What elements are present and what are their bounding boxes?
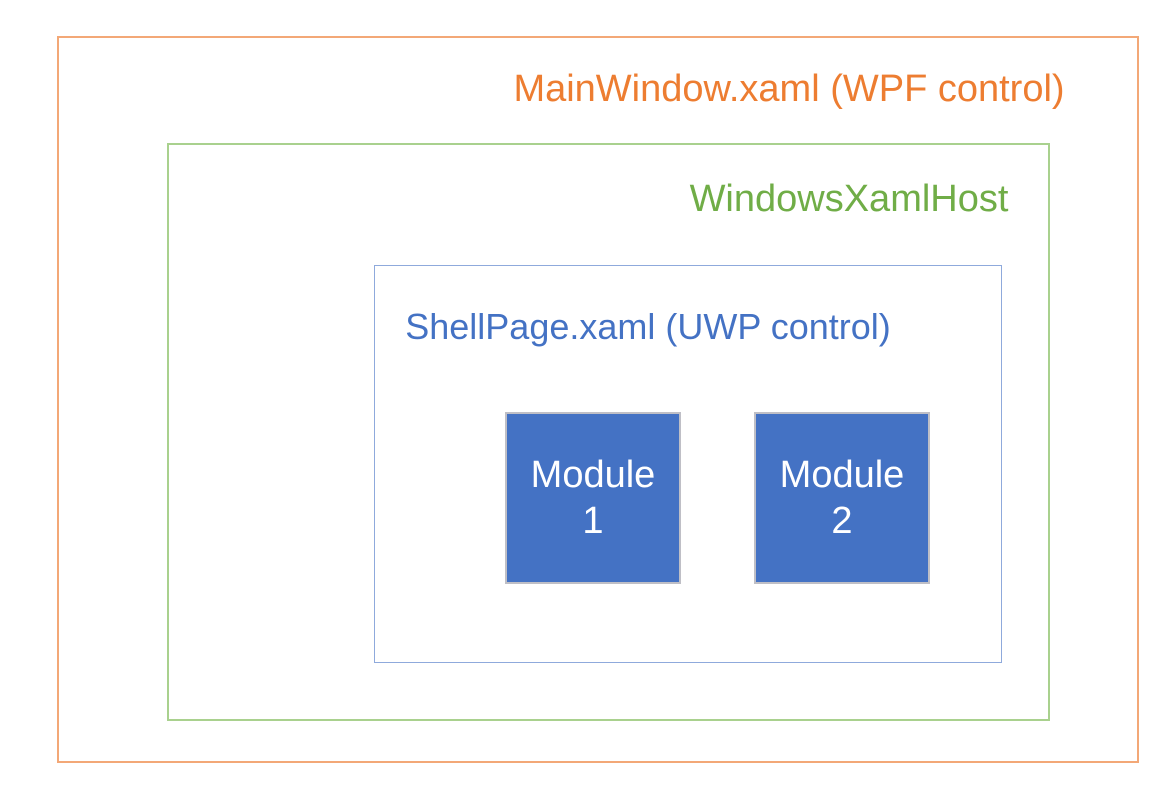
windowsxamlhost-box: WindowsXamlHost ShellPage.xaml (UWP cont… — [167, 143, 1050, 721]
module-2-label-line1: Module — [779, 453, 905, 496]
shellpage-label: ShellPage.xaml (UWP control) — [405, 306, 891, 347]
mainwindow-label: MainWindow.xaml (WPF control) — [513, 68, 1065, 110]
module-1-box: Module 1 — [505, 412, 681, 584]
windowsxamlhost-label: WindowsXamlHost — [689, 178, 1009, 220]
module-2-label-line2: 2 — [831, 500, 853, 542]
module-1-label-line2: 1 — [582, 500, 604, 542]
module-2-box: Module 2 — [754, 412, 930, 584]
mainwindow-box: MainWindow.xaml (WPF control) WindowsXam… — [57, 36, 1139, 763]
module-1-label-line1: Module — [530, 453, 656, 496]
shellpage-box: ShellPage.xaml (UWP control) Module 1 Mo… — [374, 265, 1002, 663]
